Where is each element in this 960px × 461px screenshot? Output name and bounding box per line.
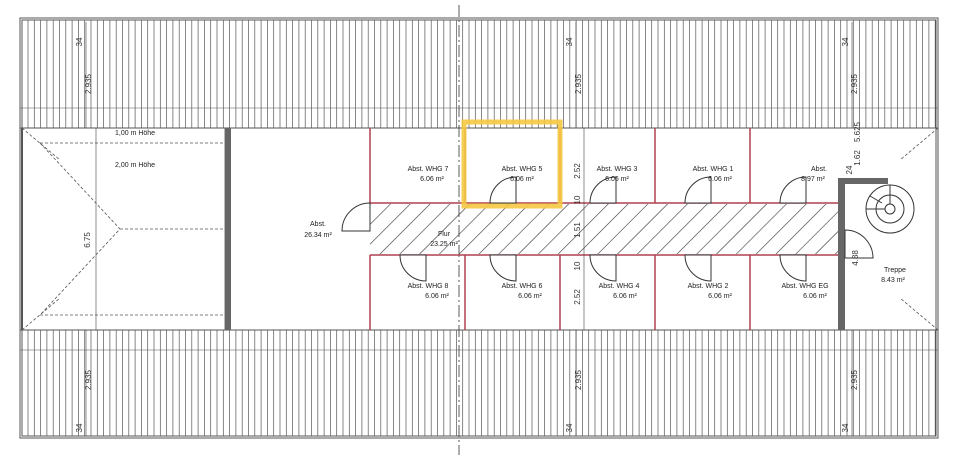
room-name-treppe: Treppe xyxy=(884,267,906,274)
dim-252-lower: 2.52 xyxy=(573,289,582,305)
room-area-whg8: 6.06 m² xyxy=(425,293,449,300)
dimension-labels: 34 2.935 34 2.935 34 2.935 6.75 2.52 10 … xyxy=(75,37,862,432)
room-name-whg5: Abst. WHG 5 xyxy=(502,166,543,173)
room-area-whg5: 6.06 m² xyxy=(510,176,534,183)
room-area-whg4: 6.06 m² xyxy=(613,293,637,300)
spiral-stair xyxy=(865,184,915,234)
dim-34-bottom-left: 34 xyxy=(75,423,84,432)
room-area-whg2: 6.06 m² xyxy=(708,293,732,300)
room-area-whg3: 6.06 m² xyxy=(605,176,629,183)
dim-488: 4.88 xyxy=(851,250,860,266)
dim-5625: 5.625 xyxy=(853,121,862,142)
room-name-whg4: Abst. WHG 4 xyxy=(599,283,640,290)
dim-34-top-right: 34 xyxy=(841,37,850,46)
left-gable xyxy=(21,127,226,331)
room-area-whg6: 6.06 m² xyxy=(518,293,542,300)
dim-2935-top-right: 2.935 xyxy=(850,73,859,94)
dim-2935-bottom-center: 2.935 xyxy=(574,369,583,390)
roof-label-height-2: 2,00 m Höhe xyxy=(115,162,155,169)
dim-162: 1.62 xyxy=(853,150,862,166)
dim-2935-bottom-right: 2.935 xyxy=(850,369,859,390)
dim-2935-top-left: 2.935 xyxy=(84,73,93,94)
dim-24: 24 xyxy=(845,165,854,174)
room-name-whg1: Abst. WHG 1 xyxy=(693,166,734,173)
room-name-whg8: Abst. WHG 8 xyxy=(408,283,449,290)
room-name-whg6: Abst. WHG 6 xyxy=(502,283,543,290)
dim-675-left: 6.75 xyxy=(83,232,92,248)
dim-2935-bottom-left: 2.935 xyxy=(84,369,93,390)
room-name-flur: Flur xyxy=(438,231,451,238)
dim-34-bottom-right: 34 xyxy=(841,423,850,432)
dimension-lines xyxy=(85,22,853,436)
room-area-flur: 23.25 m² xyxy=(430,241,458,248)
dim-2935-top-center: 2.935 xyxy=(574,73,583,94)
corridor-hatch xyxy=(370,204,838,254)
doors xyxy=(341,176,874,282)
room-name-abst-small: Abst. xyxy=(811,166,827,173)
room-area-treppe: 8.43 m² xyxy=(881,277,905,284)
roof-rafters-bottom xyxy=(27,330,936,436)
room-name-whg2: Abst. WHG 2 xyxy=(688,283,729,290)
walls xyxy=(225,128,888,330)
room-name-whg3: Abst. WHG 3 xyxy=(597,166,638,173)
dim-151: 1.51 xyxy=(573,222,582,238)
dim-10-upper: 10 xyxy=(573,195,582,204)
dim-34-top-left: 34 xyxy=(75,37,84,46)
dim-34-top-center: 34 xyxy=(565,37,574,46)
right-gable xyxy=(899,127,939,331)
room-area-abst-big: 26.34 m² xyxy=(304,232,332,239)
room-name-whg-eg: Abst. WHG EG xyxy=(781,283,828,290)
room-area-whg-eg: 6.06 m² xyxy=(803,293,827,300)
room-area-whg7: 6.06 m² xyxy=(420,176,444,183)
dim-10-lower: 10 xyxy=(573,261,582,270)
room-name-abst-big: Abst. xyxy=(310,221,326,228)
roof-label-height-1: 1,00 m Höhe xyxy=(115,130,155,137)
dim-34-bottom-center: 34 xyxy=(565,423,574,432)
room-area-whg1: 6.06 m² xyxy=(708,176,732,183)
room-area-abst-small: 8.97 m² xyxy=(801,176,825,183)
highlight-box-whg5 xyxy=(461,119,563,209)
room-name-whg7: Abst. WHG 7 xyxy=(408,166,449,173)
dim-252-upper: 2.52 xyxy=(573,163,582,179)
roof-rafters-top xyxy=(27,20,936,128)
